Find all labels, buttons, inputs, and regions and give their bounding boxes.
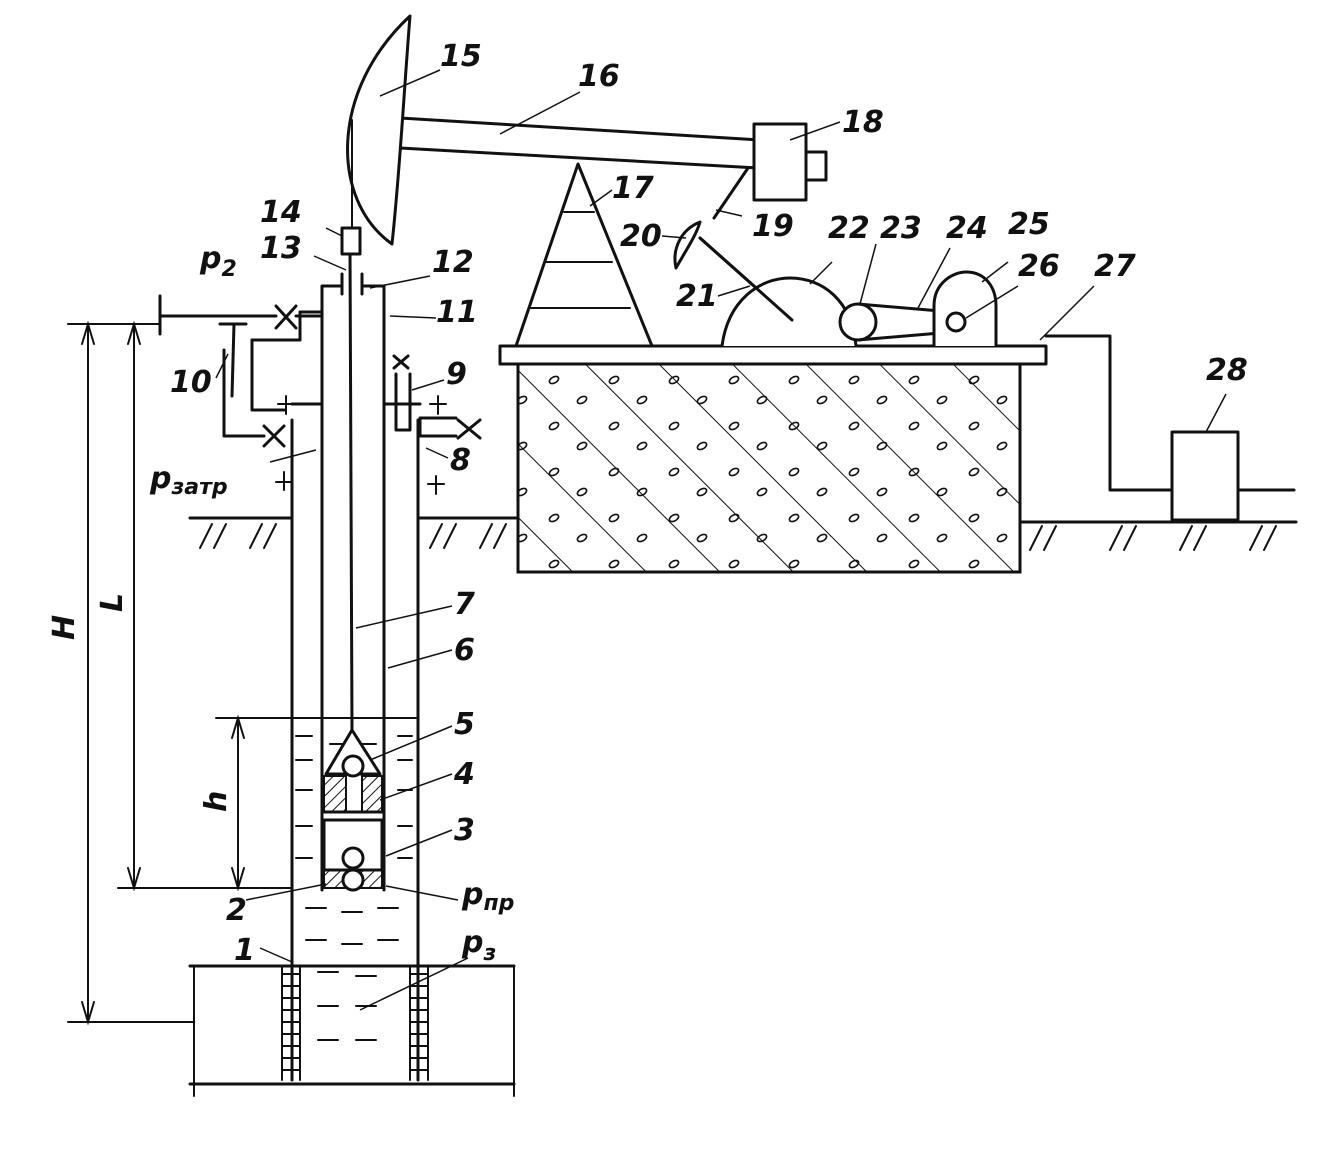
rod-string [348, 119, 354, 732]
callout-19: 19 [752, 209, 794, 244]
callout-20: 20 [620, 219, 662, 254]
pressure-p2-sub: 2 [221, 257, 236, 282]
frame-27 [498, 344, 1048, 366]
dimension-H [67, 320, 195, 1026]
callout-13: 13 [260, 231, 302, 266]
walking-beam-16 [398, 116, 762, 170]
callout-26: 26 [1018, 249, 1060, 284]
plunger-5 [324, 728, 382, 778]
connecting-rod-19 [712, 166, 750, 220]
pump-barrel-3 [322, 818, 384, 872]
horse-head-15 [346, 14, 412, 246]
pressure-p2: p2 [199, 241, 237, 282]
callout-27: 27 [1094, 249, 1136, 284]
callout-9: 9 [446, 357, 467, 392]
dimension-h [215, 714, 417, 892]
pressure-labels: p2 pзатр pпр pз [149, 241, 514, 966]
dim-label-L: L [95, 593, 130, 612]
fluid-in-well [305, 907, 399, 1041]
callout-16: 16 [578, 59, 620, 94]
callout-17: 17 [612, 171, 654, 206]
casing-6 [290, 418, 420, 1082]
tee-11 [298, 284, 386, 406]
pressure-pz: pз [461, 925, 496, 966]
callout-5: 5 [454, 707, 475, 742]
annulus-bypass [222, 310, 324, 448]
callout-8: 8 [450, 443, 471, 478]
dimension-L [117, 320, 293, 892]
pressure-ppr: pпр [461, 877, 514, 916]
dim-label-h: h [199, 791, 234, 812]
pressure-pzatr-main: p [149, 461, 171, 496]
callout-24: 24 [946, 211, 988, 246]
callout-3: 3 [454, 813, 475, 848]
callout-6: 6 [454, 633, 475, 668]
leader-lines [215, 69, 1227, 1011]
ground-surface [188, 516, 1298, 551]
motor-25-26 [932, 270, 998, 348]
callout-4: 4 [453, 757, 475, 792]
concrete-foundation [516, 360, 1022, 574]
callout-11: 11 [436, 295, 478, 330]
callout-21: 21 [676, 279, 718, 314]
flowline [158, 294, 324, 398]
power-cable [1044, 334, 1296, 492]
pressure-pzatr-sub: затр [170, 475, 227, 500]
callout-22: 22 [828, 211, 870, 246]
callout-2: 2 [226, 893, 247, 928]
valve-9 [392, 354, 412, 432]
callout-18: 18 [842, 105, 884, 140]
callout-10: 10 [170, 365, 212, 400]
callout-15: 15 [440, 39, 482, 74]
crank-21-gearbox-22 [698, 236, 858, 348]
samson-post-17 [514, 162, 654, 348]
callout-28: 28 [1206, 353, 1248, 388]
plunger-body-4 [322, 775, 384, 814]
perforations-1 [281, 965, 429, 1081]
callout-14: 14 [260, 195, 302, 230]
dimension-labels: H L h [47, 593, 234, 812]
productive-formation [188, 964, 516, 1097]
pressure-p2-main: p [199, 241, 221, 276]
callout-labels: 15 16 18 17 19 20 21 22 23 24 25 26 27 2… [170, 39, 1248, 968]
fluid-in-annulus [295, 735, 413, 859]
standing-valve-2 [323, 868, 383, 892]
polished-rod-clamp-14 [340, 226, 362, 256]
control-station-28 [1170, 430, 1240, 522]
tubing-7 [320, 310, 386, 892]
dim-label-H: H [47, 615, 82, 640]
callout-1: 1 [234, 933, 255, 968]
casing-head-8 [275, 395, 482, 495]
stuffing-box-12 [340, 272, 364, 296]
pressure-pzatr: pзатр [149, 461, 228, 500]
pressure-ppr-sub: пр [483, 891, 514, 916]
callout-12: 12 [432, 245, 474, 280]
callout-25: 25 [1008, 207, 1050, 242]
callout-7: 7 [454, 587, 475, 622]
counterweight-18 [752, 122, 828, 202]
pressure-pz-sub: з [482, 941, 496, 966]
pressure-pz-main: p [461, 925, 483, 960]
callout-23: 23 [880, 211, 922, 246]
pressure-ppr-main: p [461, 877, 483, 912]
